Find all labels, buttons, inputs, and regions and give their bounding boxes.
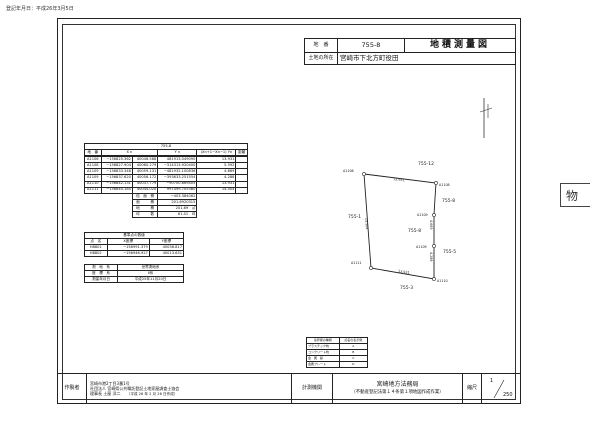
neighbor-label-left: 755-1 [348,214,361,220]
table-row: 測量年月日平成25年11月20日 [84,276,184,284]
center-parcel-label: 755-8 [408,228,421,234]
scale-slash [493,379,505,399]
boundary-point [432,277,436,281]
scale-denominator: 250 [503,392,513,398]
maker-company: 社団法人 宮崎県公共嘱託登記土地家屋調査士協会 [90,385,180,391]
title-block: 地 番 755-8 地積測量図 土地の所在 宮崎市下北方町役田 [304,38,516,65]
distance-label: 13.931 [393,177,405,182]
neighbor-label-bottom: 755-3 [400,285,413,291]
boundary-point [369,266,373,270]
registration-date-note: 登記年月日：平成26年3月5日 [6,6,74,12]
office-info: 宮崎地方法務局 （不動産登記法第１４条第１項地図作成作業） [332,373,463,404]
area-table-header: 距離 [235,149,248,157]
scale-label: 縮尺 [462,373,482,404]
ref-x: −156946.927 [106,250,150,258]
bottom-info-strip: 作製者 宮崎市港2丁目3番1号 社団法人 宮崎県公共嘱託登記土地家屋調査士協会 … [57,373,521,404]
office-label: 計測機関 [291,373,333,404]
neighbor-label-right-bottom: 755-5 [443,249,456,255]
maker-info: 宮崎市港2丁目3番1号 社団法人 宮崎県公共嘱託登記土地家屋調査士協会 理事長 … [86,373,292,404]
parcel-boundary [363,173,437,280]
neighbor-label-top: 755-12 [418,161,434,167]
point-label: A1110 [437,279,448,283]
point-label: A1106 [343,169,354,173]
info-value: 平成25年11月20日 [117,276,184,284]
summary-label: 坪 数 [131,211,159,219]
office-name: 宮崎地方法務局 [376,381,419,389]
side-note: 物 [560,183,590,207]
area-blank [235,186,248,194]
boundary-point [362,172,366,176]
area-calculation-table: 755-8 地 番 X n Y n (Xn+1−Xn−1) Yn 距離 点 名 … [84,142,248,219]
boundary-point [434,181,438,185]
point-label: A1111 [351,261,362,265]
area-table-header: Y n [157,149,198,157]
scale-numerator: 1 [490,378,494,384]
north-arrow [479,98,493,138]
distance-label: 4.288 [429,252,433,261]
maker-address: 宮崎市港2丁目3番1号 [90,380,130,386]
area-distance: 14.504 [196,186,237,194]
maker-name: 理事長 土屋 洋二 （平成 26 年 2 月 26 日作成） [90,390,178,396]
distance-label: 14.504 [364,218,369,230]
legend-type: 金属プレート [306,361,340,369]
ref-y: 40013.631 [148,250,185,258]
office-sub: （不動産登記法第１４条第１項地図作成作業） [351,389,444,395]
distance-label: 4.669 [429,220,433,229]
point-label: A1109 [417,213,428,217]
location-value: 宮崎市下北方町役田 [337,52,516,65]
scale-value: 1 250 [481,373,521,404]
summary-value: 61.01 坪 [157,211,198,219]
boundary-point [432,213,436,217]
legend-example: D [338,361,369,369]
neighbor-label-right-top: 755-8 [442,198,455,204]
area-table-header: (Xn+1−Xn−1) Yn [196,149,237,157]
point-label: A1109 [416,245,427,249]
distance-label: 13.931 [398,269,410,275]
maker-label: 作製者 [57,373,87,404]
survey-sheet-outer-frame [57,18,521,404]
point-label: A1108 [439,183,450,187]
boundary-point [432,244,436,248]
